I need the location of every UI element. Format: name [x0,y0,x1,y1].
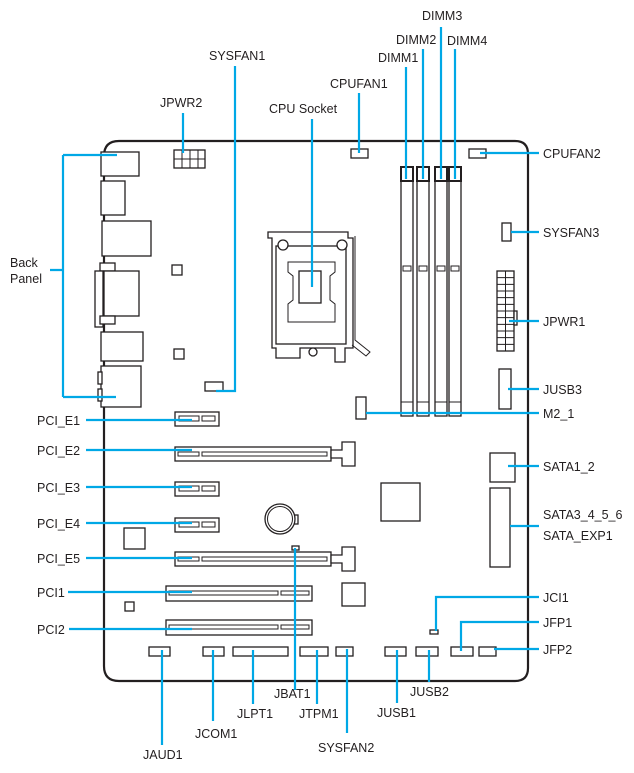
label-pci-e2: PCI_E2 [37,444,80,458]
pci1-slot [165,585,313,602]
pci2-slot [165,619,313,636]
label-dimm1: DIMM1 [378,51,418,65]
jfp2-header [478,646,497,657]
label-sysfan3: SYSFAN3 [543,226,599,240]
pci-e3-slot [174,481,220,497]
jusb2-header [415,646,439,657]
label-sata1-2: SATA1_2 [543,460,595,474]
label-jlpt1: JLPT1 [237,707,273,721]
label-jpwr1: JPWR1 [543,315,585,329]
label-jfp2: JFP2 [543,643,572,657]
back-panel-connectors [94,151,152,408]
sata3-6-connector [489,487,511,568]
chip-small-3 [123,527,146,550]
label-pci2: PCI2 [37,623,65,637]
label-sysfan1: SYSFAN1 [209,49,265,63]
label-cpu-socket: CPU Socket [269,102,338,116]
label-pci1: PCI1 [37,586,65,600]
sysfan3-header [501,222,512,242]
cpu-socket [267,231,371,363]
label-sata-exp1: SATA_EXP1 [543,529,613,543]
pci-e4-slot [174,517,220,533]
label-jusb2: JUSB2 [410,685,449,699]
label-m2-1: M2_1 [543,407,574,421]
pci-e5-slot [174,546,356,572]
label-jbat1: JBAT1 [274,687,311,701]
chip-small-2 [173,348,185,360]
label-jusb3: JUSB3 [543,383,582,397]
sysfan2-header [335,646,354,657]
label-dimm3: DIMM3 [422,9,462,23]
sysfan1-header [204,381,224,392]
label-sata3-4-5-6: SATA3_4_5_6 [543,508,623,522]
label-jcom1: JCOM1 [195,727,237,741]
label-pci-e5: PCI_E5 [37,552,80,566]
label-pci-e3: PCI_E3 [37,481,80,495]
pci-e2-slot [174,441,356,467]
label-cpufan2: CPUFAN2 [543,147,601,161]
cmos-battery [264,503,299,535]
chip-small-4 [124,601,135,612]
sata1-2-connector [489,452,516,483]
chipset-pch [380,482,421,522]
jpwr2-connector [173,149,206,169]
label-pci-e4: PCI_E4 [37,517,80,531]
leader-sysfan1 [216,66,237,393]
label-jaud1: JAUD1 [143,748,183,762]
jpwr1-pin-rows [497,277,514,345]
jtpm1-header [299,646,329,657]
label-cpufan1: CPUFAN1 [330,77,388,91]
label-sysfan2: SYSFAN2 [318,741,374,755]
jlpt1-header [232,646,289,657]
chip-small-1 [171,264,183,276]
label-dimm4: DIMM4 [447,34,487,48]
leader-jfp1 [459,620,539,651]
label-jci1: JCI1 [543,591,569,605]
label-jpwr2: JPWR2 [160,96,202,110]
leader-lines [50,27,539,745]
jusb1-header [384,646,407,657]
label-back-panel-2: Panel [10,272,42,286]
chip-io [341,582,366,607]
jci1-jumper [429,629,439,635]
m2-slot [355,396,367,420]
pcb-outline [102,139,530,683]
label-jfp1: JFP1 [543,616,572,630]
label-dimm2: DIMM2 [396,33,436,47]
leader-back-panel [50,153,117,399]
dimm-slots [400,166,462,417]
label-back-panel-1: Back [10,256,39,270]
label-pci-e1: PCI_E1 [37,414,80,428]
label-jtpm1: JTPM1 [299,707,339,721]
label-jusb1: JUSB1 [377,706,416,720]
jaud1-header [148,646,171,657]
leader-jci1 [434,595,539,631]
